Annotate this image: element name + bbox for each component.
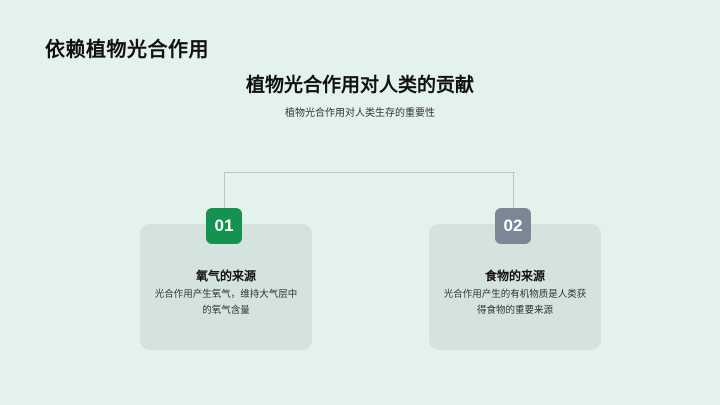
connector-line-right xyxy=(513,172,514,209)
card-description: 光合作用产生氧气，维持大气层中的氧气含量 xyxy=(154,289,298,316)
page-title: 依赖植物光合作用 xyxy=(45,37,209,61)
card-title: 食物的来源 xyxy=(484,269,545,283)
section-heading: 植物光合作用对人类的贡献 xyxy=(245,74,474,96)
connector-line-horizontal xyxy=(225,172,515,173)
card-oxygen-source: 氧气的来源 光合作用产生氧气，维持大气层中的氧气含量 xyxy=(140,224,312,350)
card-food-source: 食物的来源 光合作用产生的有机物质是人类获得食物的重要来源 xyxy=(429,224,601,350)
card-description: 光合作用产生的有机物质是人类获得食物的重要来源 xyxy=(443,289,587,316)
connector-line-left xyxy=(224,172,225,209)
card-title: 氧气的来源 xyxy=(195,269,256,283)
number-badge-02: 02 xyxy=(495,208,531,244)
section-subheading: 植物光合作用对人类生存的重要性 xyxy=(285,108,435,119)
number-badge-01: 01 xyxy=(206,208,242,244)
